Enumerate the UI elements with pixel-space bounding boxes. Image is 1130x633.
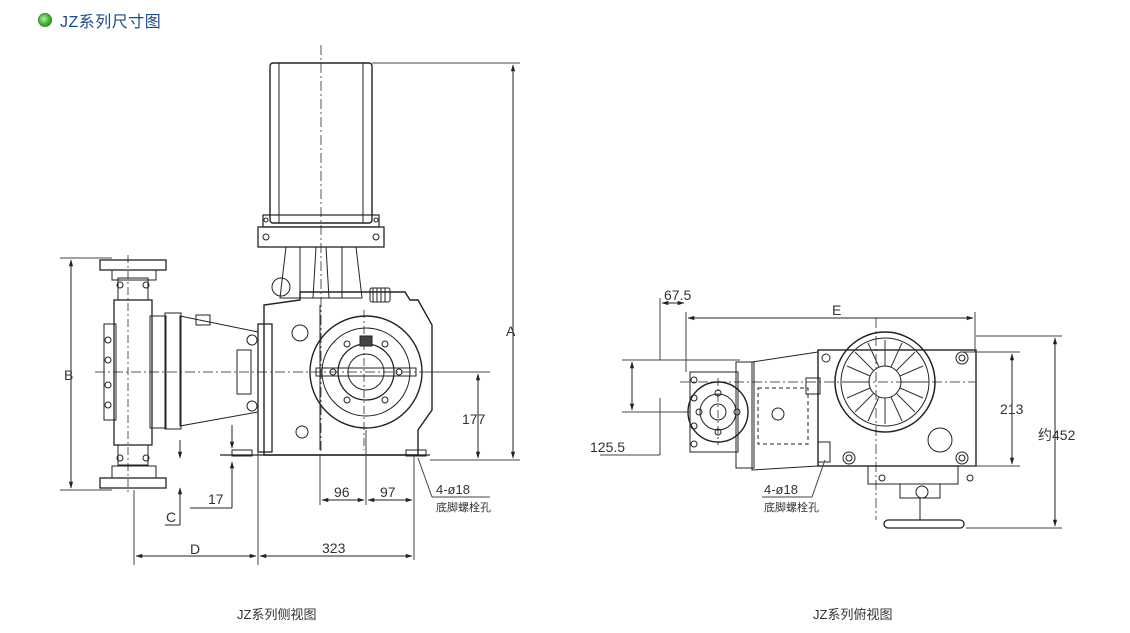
side-view-drawing (60, 45, 520, 565)
dim-label-452: 约452 (1038, 427, 1076, 443)
dim-label-17: 17 (208, 491, 224, 507)
dim-label-96: 96 (334, 484, 350, 500)
dim-label-213: 213 (1000, 401, 1024, 417)
dim-label-177: 177 (462, 411, 486, 427)
dim-label-67-5: 67.5 (664, 287, 691, 303)
dim-label-D: D (190, 541, 200, 557)
hole-note-sub: 底脚螺栓孔 (436, 500, 491, 514)
side-view-labels: A B C D 177 17 96 97 323 4-ø18 底脚螺栓孔 (64, 323, 516, 557)
page-title: JZ系列尺寸图 (60, 14, 162, 31)
dim-label-A: A (506, 323, 516, 339)
side-view-caption: JZ系列侧视图 (237, 607, 317, 622)
dim-label-C: C (166, 509, 176, 525)
dim-label-125-5: 125.5 (590, 439, 625, 455)
dim-label-B: B (64, 367, 73, 383)
dim-label-E: E (832, 302, 841, 318)
top-view-caption: JZ系列俯视图 (813, 607, 893, 622)
top-view-drawing (600, 298, 1062, 529)
top-hole-note-sub: 底脚螺栓孔 (764, 500, 819, 514)
hole-note: 4-ø18 (436, 482, 470, 497)
dim-label-323: 323 (322, 540, 346, 556)
top-hole-note: 4-ø18 (764, 482, 798, 497)
dim-label-97: 97 (380, 484, 396, 500)
top-view-labels: 67.5 E 125.5 213 约452 4-ø18 底脚螺栓孔 (590, 287, 1076, 514)
green-dot-icon (38, 13, 52, 27)
section-header: JZ系列尺寸图 (38, 8, 161, 32)
